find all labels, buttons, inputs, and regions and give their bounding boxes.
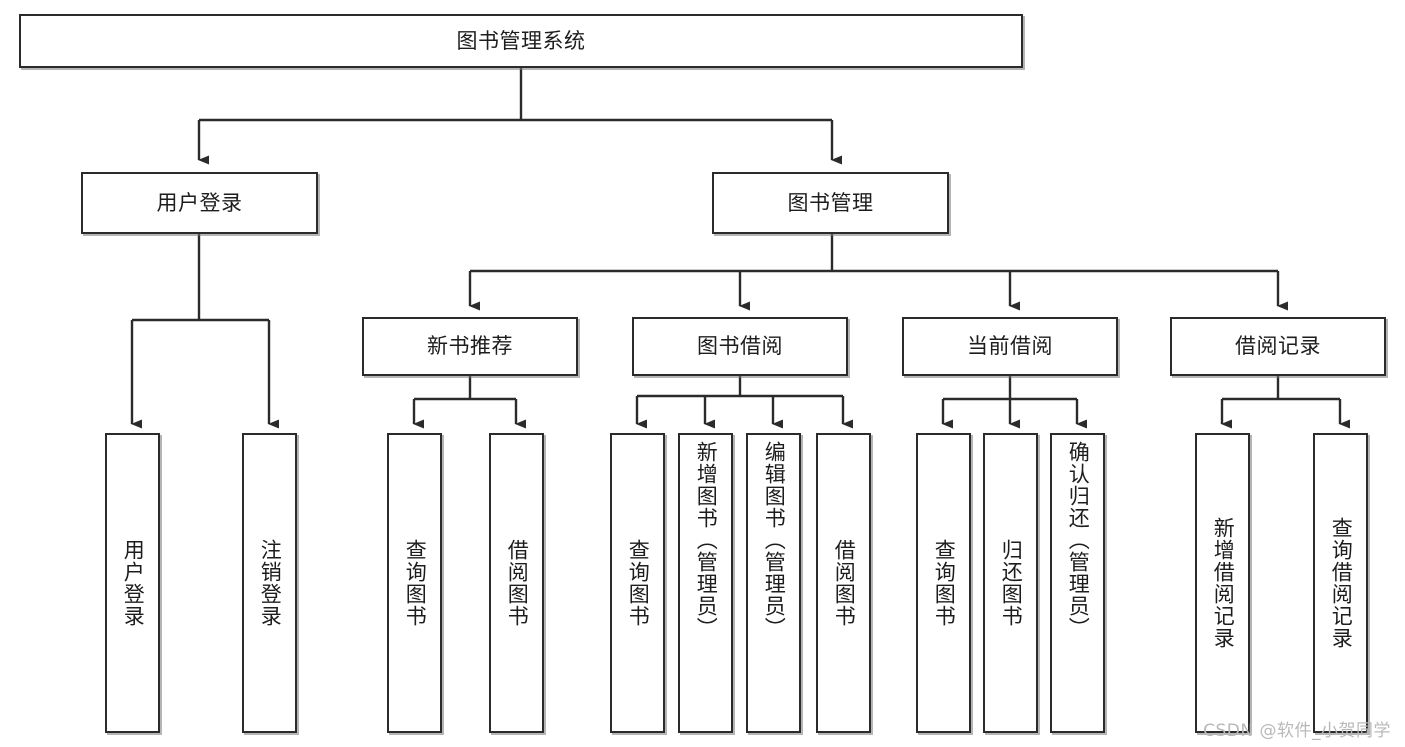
- node-leaf-confirm-return-label: 确认归还（管理员）: [1066, 441, 1091, 639]
- node-leaf-borrow-book-1-label: 借阅图书: [505, 539, 530, 627]
- node-root[interactable]: 图书管理系统: [19, 14, 1023, 68]
- node-book-management-label: 图书管理: [787, 190, 874, 215]
- node-leaf-return-book[interactable]: 归还图书: [983, 433, 1038, 733]
- node-borrow-record[interactable]: 借阅记录: [1170, 317, 1386, 376]
- node-new-book-recommend[interactable]: 新书推荐: [362, 317, 578, 376]
- node-user-login-label: 用户登录: [156, 190, 243, 215]
- node-borrow-record-label: 借阅记录: [1235, 334, 1321, 359]
- node-leaf-user-logout[interactable]: 注销登录: [242, 433, 297, 733]
- node-root-label: 图书管理系统: [456, 28, 586, 53]
- node-current-borrow-label: 当前借阅: [967, 334, 1053, 359]
- node-leaf-add-book[interactable]: 新增图书（管理员）: [678, 433, 733, 733]
- node-leaf-confirm-return[interactable]: 确认归还（管理员）: [1050, 433, 1105, 733]
- node-leaf-user-logout-label: 注销登录: [258, 539, 283, 627]
- node-leaf-query-record[interactable]: 查询借阅记录: [1313, 433, 1368, 733]
- node-leaf-return-book-label: 归还图书: [999, 539, 1024, 627]
- node-leaf-edit-book[interactable]: 编辑图书（管理员）: [746, 433, 801, 733]
- csdn-watermark: CSDN @软件_小贺同学: [1203, 721, 1391, 741]
- node-leaf-query-book-3-label: 查询图书: [932, 539, 957, 627]
- node-leaf-borrow-book-2[interactable]: 借阅图书: [816, 433, 871, 733]
- node-book-borrow[interactable]: 图书借阅: [632, 317, 848, 376]
- node-leaf-user-login-label: 用户登录: [121, 539, 146, 627]
- node-leaf-borrow-book-2-label: 借阅图书: [832, 539, 857, 627]
- node-leaf-add-record[interactable]: 新增借阅记录: [1195, 433, 1250, 733]
- node-leaf-query-book-2[interactable]: 查询图书: [610, 433, 665, 733]
- node-leaf-query-book-1-label: 查询图书: [403, 539, 428, 627]
- node-user-login[interactable]: 用户登录: [81, 172, 318, 234]
- node-leaf-query-book-2-label: 查询图书: [626, 539, 651, 627]
- node-leaf-edit-book-label: 编辑图书（管理员）: [762, 441, 787, 639]
- node-book-borrow-label: 图书借阅: [697, 334, 783, 359]
- node-leaf-query-record-label: 查询借阅记录: [1329, 517, 1354, 649]
- node-leaf-query-book-3[interactable]: 查询图书: [916, 433, 971, 733]
- node-leaf-add-record-label: 新增借阅记录: [1211, 517, 1236, 649]
- node-leaf-user-login[interactable]: 用户登录: [105, 433, 160, 733]
- node-book-management[interactable]: 图书管理: [712, 172, 949, 234]
- node-leaf-query-book-1[interactable]: 查询图书: [387, 433, 442, 733]
- node-new-book-recommend-label: 新书推荐: [427, 334, 513, 359]
- node-current-borrow[interactable]: 当前借阅: [902, 317, 1118, 376]
- node-leaf-add-book-label: 新增图书（管理员）: [694, 441, 719, 639]
- node-leaf-borrow-book-1[interactable]: 借阅图书: [489, 433, 544, 733]
